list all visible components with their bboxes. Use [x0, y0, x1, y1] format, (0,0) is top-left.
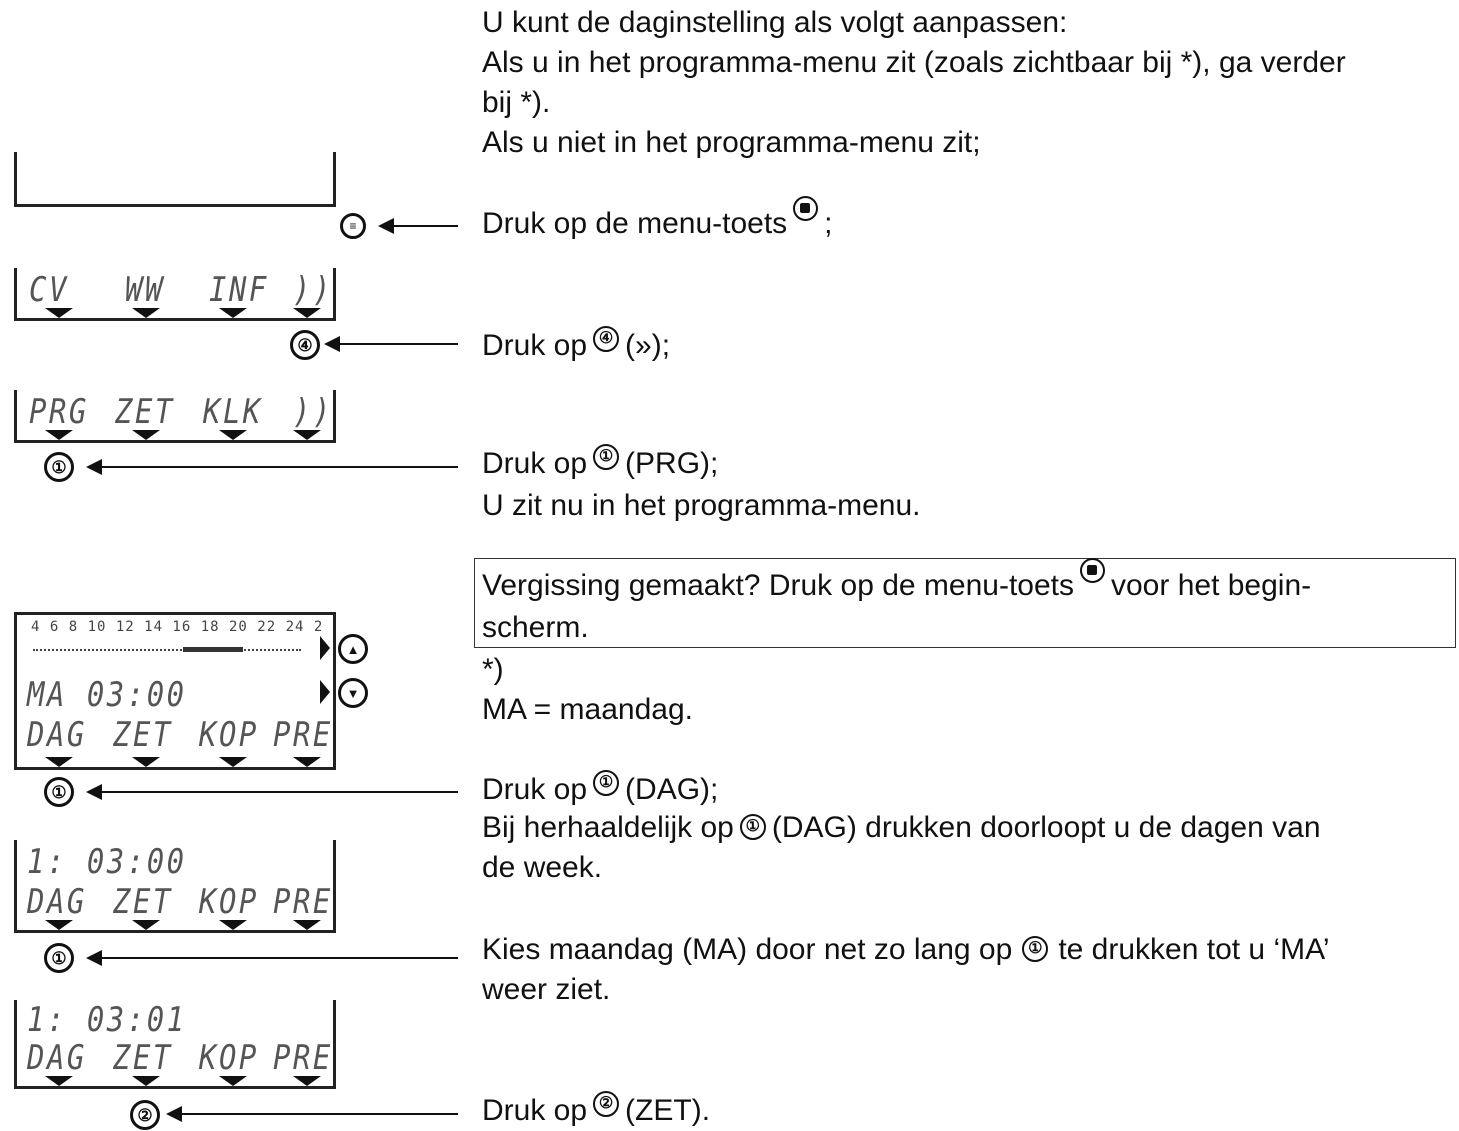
button-4-icon: ④	[593, 326, 620, 352]
side-pointer	[320, 636, 330, 660]
intro-line-2: Als u in het programma-menu zit (zoals z…	[482, 46, 1346, 79]
button-1-icon[interactable]: ①	[44, 452, 74, 482]
arrow-to-button-1	[86, 784, 458, 800]
softkey-marker	[45, 920, 73, 930]
menu-key-icon	[793, 196, 819, 221]
softkey-marker	[45, 757, 73, 767]
timeline-bar	[33, 649, 301, 651]
softkey-label-pre: PRE	[273, 882, 333, 922]
softkey-label-zet: ZET	[115, 392, 175, 432]
softkey-label-dag: DAG	[27, 882, 87, 922]
softkey-marker	[293, 1076, 321, 1086]
softkey-marker	[293, 308, 321, 318]
day-display-2: 1: 03:01 DAG ZET KOP PRE	[14, 1000, 336, 1089]
button-1-icon: ①	[739, 814, 766, 840]
softkey-marker	[293, 430, 321, 440]
softkey-label-zet: ZET	[113, 1038, 173, 1078]
hour-ticks: 4 6 8 10 12 14 16 18 20 22 24 2	[31, 619, 324, 635]
arrow-to-button-1	[86, 950, 458, 966]
softkey-marker	[219, 1076, 247, 1086]
softkey-marker	[45, 308, 73, 318]
arrow-to-menu	[378, 218, 458, 234]
intro-line-1: U kunt de daginstelling als volgt aanpas…	[482, 6, 1068, 39]
softkey-marker	[132, 757, 160, 767]
softkey-label-more: ))	[293, 392, 333, 432]
softkey-marker	[219, 308, 247, 318]
softkey-marker	[132, 920, 160, 930]
softkey-label-pre: PRE	[273, 715, 333, 755]
step-menu-text: Druk op de menu-toets;	[482, 196, 833, 244]
button-1-icon[interactable]: ①	[44, 777, 74, 807]
day-time-line: 1: 03:00	[27, 842, 187, 882]
softkey-label-klk: KLK	[203, 392, 263, 432]
softkey-label-zet: ZET	[113, 715, 173, 755]
button-1-icon[interactable]: ①	[44, 943, 74, 973]
arrow-to-button-2	[166, 1106, 458, 1122]
softkey-label-dag: DAG	[27, 1038, 87, 1078]
mistake-note	[474, 558, 1456, 648]
button-1-icon: ①	[593, 444, 620, 470]
softkey-marker	[219, 757, 247, 767]
softkey-label-zet: ZET	[113, 882, 173, 922]
up-button-icon[interactable]: ▲	[338, 634, 368, 664]
menu-key-icon	[1080, 558, 1105, 583]
day-time-line: 1: 03:01	[27, 1000, 187, 1040]
button-2-icon: ②	[593, 1091, 620, 1117]
softkey-marker	[293, 920, 321, 930]
softkey-marker	[132, 430, 160, 440]
ma-definition: MA = maandag.	[482, 693, 693, 726]
step-prg-line-2: U zit nu in het programma-menu.	[482, 489, 921, 522]
program-display: 4 6 8 10 12 14 16 18 20 22 24 2 MA 03:00…	[14, 612, 336, 770]
star-marker: *)	[482, 653, 504, 686]
side-pointer	[320, 680, 330, 704]
menu-display-1: CV WW INF ))	[14, 268, 336, 321]
button-1-icon: ①	[593, 770, 620, 796]
menu-display-2: PRG ZET KLK ))	[14, 390, 336, 443]
softkey-marker	[45, 430, 73, 440]
softkey-marker	[132, 1076, 160, 1086]
softkey-label-prg: PRG	[29, 392, 89, 432]
softkey-marker	[132, 308, 160, 318]
blank-display	[14, 152, 336, 207]
day-display-1: 1: 03:00 DAG ZET KOP PRE	[14, 840, 336, 933]
softkey-label-cv: CV	[29, 270, 69, 310]
menu-key-icon[interactable]: ≡	[340, 213, 366, 239]
button-2-icon[interactable]: ②	[130, 1100, 160, 1130]
button-1-icon: ①	[1022, 936, 1049, 962]
intro-line-3: bij *).	[482, 86, 551, 119]
note-line-2: scherm.	[482, 611, 589, 644]
softkey-marker	[45, 1076, 73, 1086]
softkey-label-kop: KOP	[199, 1038, 259, 1078]
softkey-marker	[219, 920, 247, 930]
softkey-label-pre: PRE	[273, 1038, 333, 1078]
down-button-icon[interactable]: ▼	[338, 678, 368, 708]
step-dag-line-3: de week.	[482, 851, 603, 884]
arrow-to-button-1	[86, 459, 458, 475]
softkey-label-more: ))	[293, 270, 333, 310]
step-kies-line-2: weer ziet.	[482, 973, 611, 1006]
softkey-marker	[293, 757, 321, 767]
softkey-label-inf: INF	[209, 270, 269, 310]
softkey-label-dag: DAG	[27, 715, 87, 755]
button-4-icon[interactable]: ④	[290, 330, 320, 360]
day-time-line: MA 03:00	[27, 675, 187, 715]
timeline-active	[183, 647, 243, 652]
softkey-label-ww: WW	[125, 270, 165, 310]
note-line-1: Vergissing gemaakt? Druk op de menu-toet…	[482, 558, 1311, 606]
softkey-label-kop: KOP	[199, 882, 259, 922]
softkey-marker	[219, 430, 247, 440]
intro-line-4: Als u niet in het programma-menu zit;	[482, 126, 981, 159]
softkey-label-kop: KOP	[199, 715, 259, 755]
arrow-to-button-4	[324, 336, 458, 352]
